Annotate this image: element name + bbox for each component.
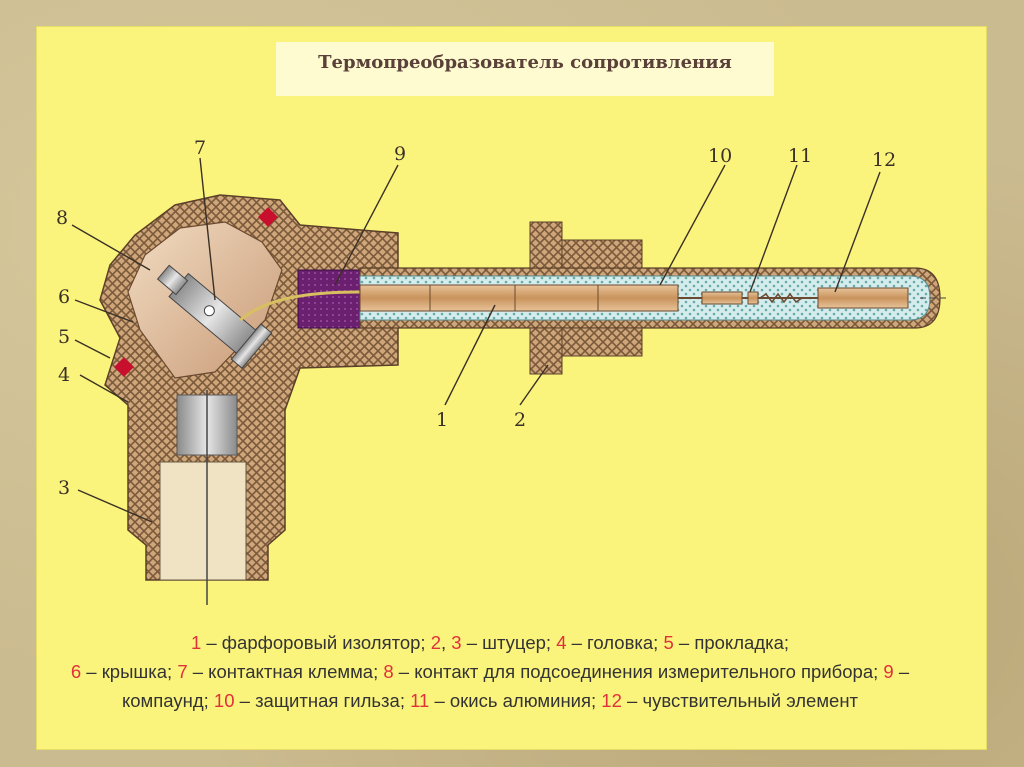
- contact-clamp: [156, 264, 273, 369]
- legend-num: 10: [213, 690, 235, 711]
- legend-text: – защитная гильза;: [234, 690, 411, 711]
- legend-text: – окись алюминия;: [429, 690, 602, 711]
- label-9: 9: [394, 143, 406, 165]
- fitting-3: [159, 390, 247, 605]
- diagram-title: Термопреобразователь сопротивления: [318, 52, 732, 73]
- label-5: 5: [58, 326, 70, 348]
- label-1: 1: [436, 409, 448, 431]
- legend-num: 7: [177, 661, 188, 682]
- label-10: 10: [708, 145, 732, 167]
- gasket-top: [258, 207, 278, 227]
- legend-num: 2: [430, 632, 442, 653]
- leader-lines: [71, 157, 881, 523]
- label-2: 2: [514, 409, 526, 431]
- porcelain-insulator: [359, 284, 679, 312]
- label-12: 12: [872, 149, 896, 171]
- legend-num: 4: [556, 632, 567, 653]
- legend-num: 1: [190, 632, 202, 653]
- label-11: 11: [788, 145, 812, 167]
- label-4: 4: [58, 364, 70, 386]
- legend-num: 9: [883, 661, 894, 682]
- label-7: 7: [194, 137, 206, 159]
- legend-num: 6: [70, 661, 82, 682]
- compound-9: [297, 269, 361, 329]
- legend-text: – головка;: [566, 632, 664, 653]
- legend-num: 5: [663, 632, 674, 653]
- label-8: 8: [56, 207, 68, 229]
- legend-text: – компаунд;: [121, 661, 910, 711]
- legend-num: 8: [383, 661, 394, 682]
- legend-text: – контакт для подсоединения измерительно…: [393, 661, 884, 682]
- title-box: [276, 42, 774, 96]
- fitting-2: [529, 221, 643, 375]
- lead-wire: [239, 290, 361, 322]
- legend-text: – крышка;: [81, 661, 178, 682]
- label-3: 3: [58, 477, 70, 499]
- legend-num: 12: [601, 690, 622, 711]
- legend-text: ,: [441, 632, 452, 653]
- label-6: 6: [58, 286, 70, 308]
- legend-text: – контактная клемма;: [187, 661, 384, 682]
- legend-text: – фарфоровый изолятор;: [201, 632, 431, 653]
- legend-caption: 1 – фарфоровый изолятор; 2, 3 – штуцер; …: [50, 628, 930, 715]
- legend-text: – штуцер;: [461, 632, 557, 653]
- sensing-element: [678, 287, 909, 309]
- gasket-bottom: [114, 357, 134, 377]
- legend-num: 11: [410, 690, 430, 711]
- legend-text: – чувствительный элемент: [621, 690, 859, 711]
- legend-text: – прокладка;: [673, 632, 790, 653]
- legend-num: 3: [451, 632, 462, 653]
